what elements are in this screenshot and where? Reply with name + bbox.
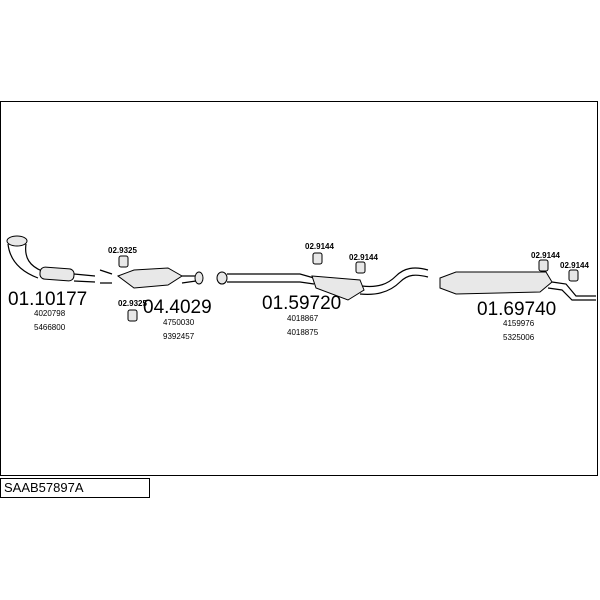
part-ref: 5466800 bbox=[34, 323, 66, 332]
clamp-icon bbox=[538, 259, 549, 272]
clamp-label: 02.9144 bbox=[305, 242, 334, 251]
part-number: 01.59720 bbox=[262, 293, 341, 314]
part-ref: 4159976 bbox=[503, 319, 535, 328]
clamp-label: 02.9325 bbox=[118, 299, 147, 308]
clamp-label: 02.9144 bbox=[531, 251, 560, 260]
clamp-label: 02.9325 bbox=[108, 246, 137, 255]
clamp-icon bbox=[355, 261, 366, 274]
part-ref: 9392457 bbox=[163, 332, 195, 341]
part-ref: 4020798 bbox=[34, 309, 66, 318]
part-ref: 4018875 bbox=[287, 328, 319, 337]
middle-silencer-part bbox=[216, 267, 429, 301]
part-ref: 4018867 bbox=[287, 314, 319, 323]
part-ref: 4750030 bbox=[163, 318, 195, 327]
part-number: 04.4029 bbox=[143, 297, 212, 318]
front-pipe-part bbox=[6, 235, 96, 283]
part-number: 01.10177 bbox=[8, 289, 87, 310]
clamp-icon bbox=[118, 255, 129, 268]
part-number: 01.69740 bbox=[477, 299, 556, 320]
diagram-frame bbox=[0, 101, 598, 476]
vehicle-code: SAAB57897A bbox=[0, 478, 150, 498]
clamp-label: 02.9144 bbox=[349, 253, 378, 262]
catalytic-converter-part bbox=[99, 267, 204, 289]
clamp-label: 02.9144 bbox=[560, 261, 589, 270]
clamp-icon bbox=[312, 252, 323, 265]
part-ref: 5325006 bbox=[503, 333, 535, 342]
clamp-icon bbox=[568, 269, 579, 282]
clamp-icon bbox=[127, 309, 138, 322]
rear-silencer-part bbox=[439, 271, 596, 301]
